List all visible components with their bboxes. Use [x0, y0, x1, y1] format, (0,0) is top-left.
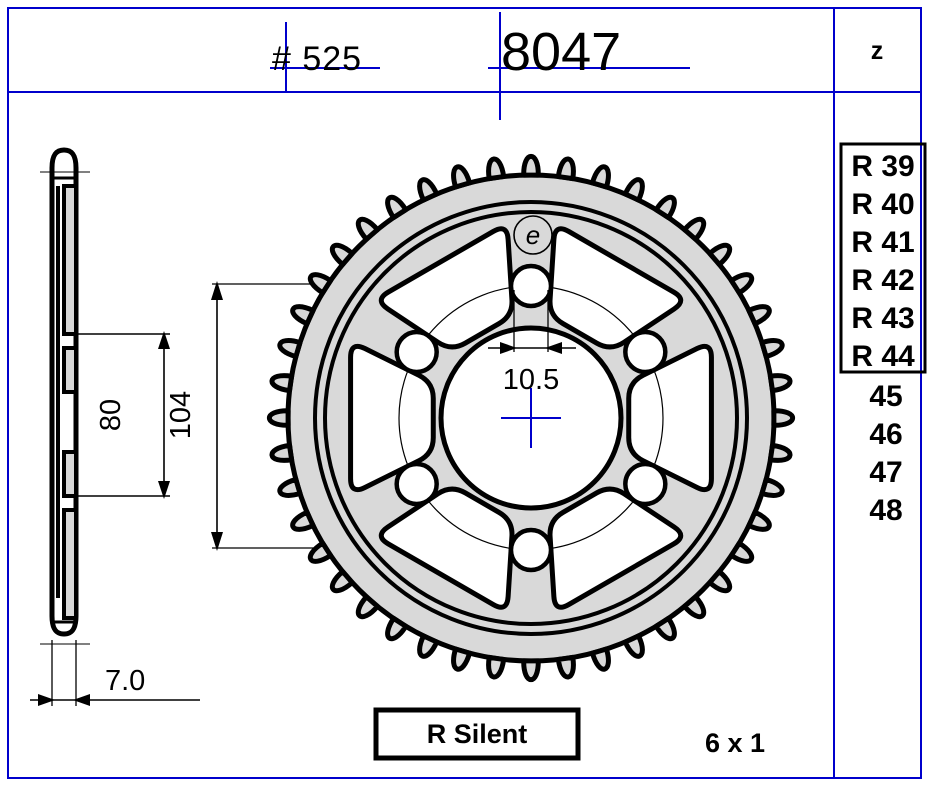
dimension-bolt-circle-label: 104: [165, 391, 197, 439]
sprocket-bolt-hole: [508, 263, 554, 309]
part-number-label: 8047: [501, 22, 621, 82]
sprocket-spoke-window: [348, 343, 436, 493]
teeth-item-46[interactable]: 46: [869, 418, 902, 451]
header-crosshair-guides: [270, 12, 690, 120]
dimension-thickness-7: 7.0: [30, 640, 200, 706]
sprocket-tooth-set: [267, 154, 795, 682]
side-view-material-upper: [62, 184, 78, 336]
teeth-variant-table: R 39 R 40 R 41 R 42 R 43 R 44 45 46 47 4…: [839, 142, 927, 527]
teeth-item-47[interactable]: 47: [869, 456, 902, 489]
side-view-material-lower: [62, 508, 78, 620]
sprocket-bolt-hole: [508, 527, 554, 573]
side-view-material-upper-mid: [62, 346, 78, 394]
sprocket-spoke-window: [378, 486, 515, 610]
footer-area: R Silent 6 x 1: [373, 707, 765, 761]
teeth-item-45[interactable]: 45: [869, 380, 902, 413]
center-crosshair: [501, 388, 561, 448]
sprocket-web-outer-circle: [323, 210, 739, 626]
sprocket-bolt-hole: [623, 461, 668, 507]
dimension-thickness-label: 7.0: [105, 665, 145, 697]
teeth-item-r44[interactable]: R 44: [851, 340, 915, 373]
sprocket-tooth-lobes: [267, 154, 795, 682]
sprocket-side-section-view: [40, 147, 90, 645]
sprocket-spoke-window: [547, 226, 684, 350]
side-view-material-lower-mid: [62, 450, 78, 498]
logo-glyph-icon: e: [526, 220, 540, 250]
sprocket-spoke-windows: [348, 226, 714, 610]
sprocket-bolt-hole: [623, 329, 668, 375]
dimension-bolt-hole-label: 10.5: [503, 364, 559, 396]
teeth-item-r42[interactable]: R 42: [851, 264, 914, 297]
sheet-border-frame: [7, 7, 922, 779]
sprocket-spoke-window: [626, 343, 714, 493]
dimension-bore-label: 80: [95, 399, 127, 431]
teeth-item-r39[interactable]: R 39: [851, 150, 914, 183]
r-silent-badge-outline: [373, 707, 581, 761]
sprocket-bolt-hole: [394, 461, 439, 507]
manufacturer-logo: e: [513, 215, 553, 255]
teeth-item-r43[interactable]: R 43: [851, 302, 914, 335]
sprocket-bolt-holes: [394, 263, 668, 573]
teeth-boxed-group-outline: [839, 142, 927, 374]
teeth-item-48[interactable]: 48: [869, 494, 902, 527]
r-silent-badge-label: R Silent: [427, 719, 528, 749]
teeth-item-r40[interactable]: R 40: [851, 188, 914, 221]
sprocket-spoke-window: [378, 226, 515, 350]
dimension-bolt-hole-10-5: 10.5: [488, 290, 576, 396]
teeth-item-r41[interactable]: R 41: [851, 226, 914, 259]
teeth-column-header: z: [871, 37, 884, 65]
chain-pitch-label: # 525: [272, 40, 362, 78]
bolt-pattern-label: 6 x 1: [705, 728, 765, 758]
sprocket-front-view: e: [267, 154, 795, 682]
sprocket-rim-inner-circle: [313, 200, 749, 636]
sprocket-spoke-window: [547, 486, 684, 610]
sprocket-bolt-hole: [394, 329, 439, 375]
logo-circle-icon: [513, 215, 553, 255]
dimension-bore-80: 80: [76, 331, 170, 499]
